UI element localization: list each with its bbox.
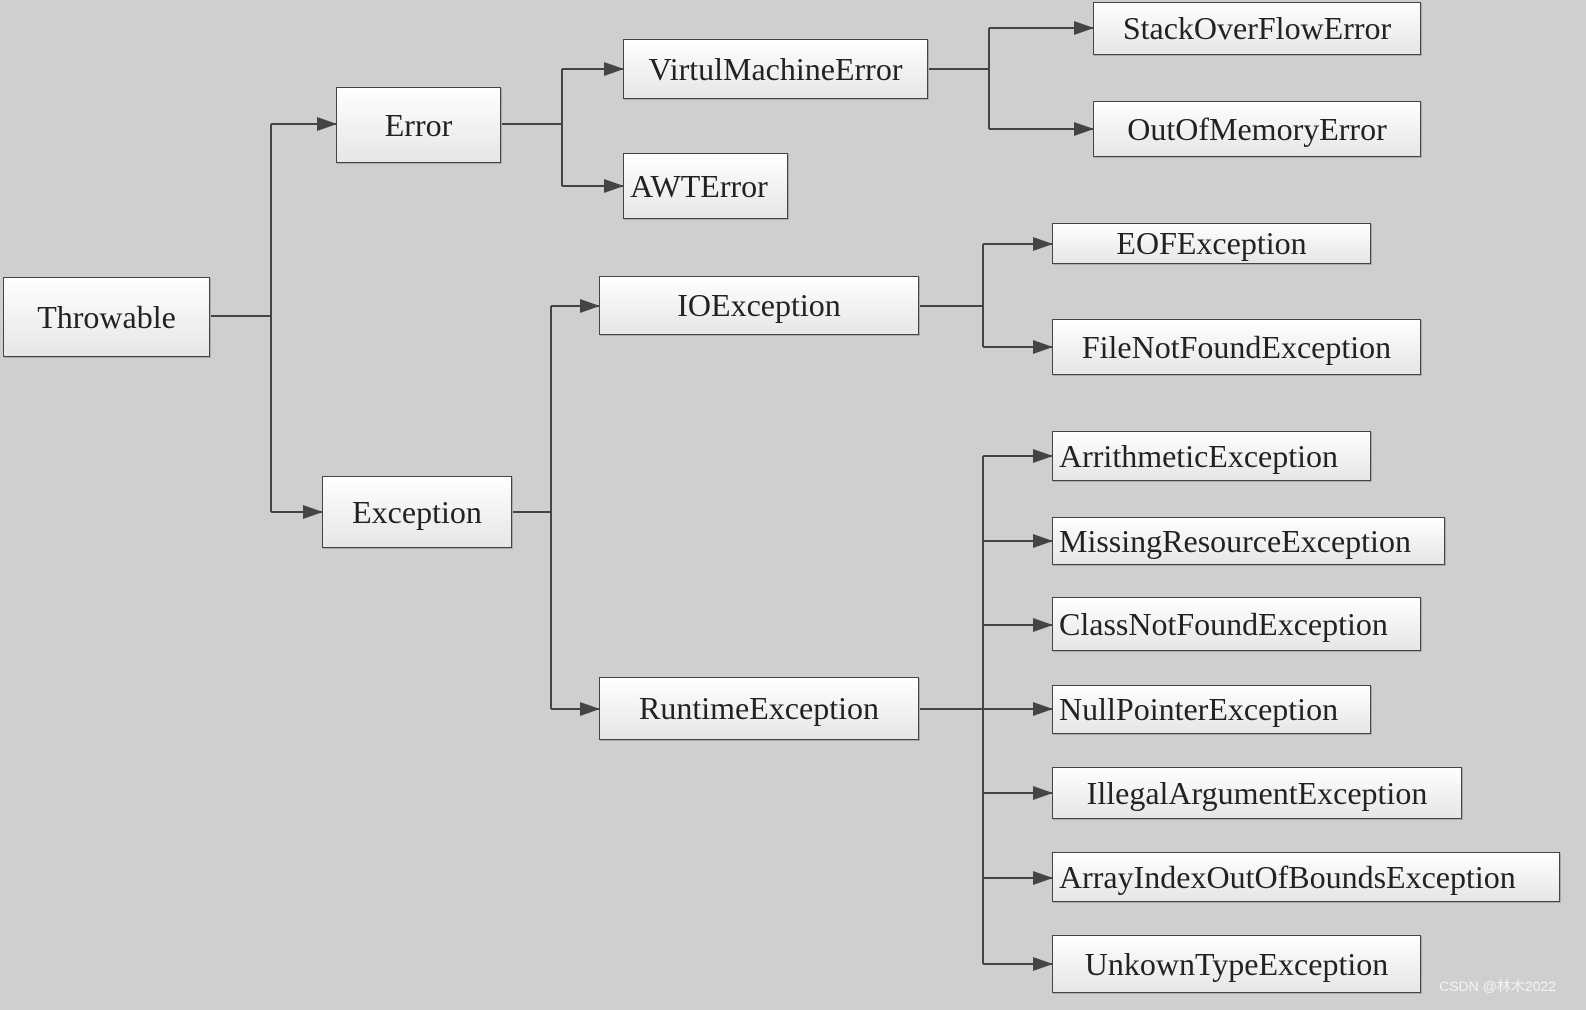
watermark: CSDN @林木2022 (1439, 978, 1556, 994)
node-throwable: Throwable (3, 277, 210, 357)
node-stack-overflow-error: StackOverFlowError (1093, 2, 1421, 55)
node-array-index-out-of-bounds-exception: ArrayIndexOutOfBoundsException (1052, 852, 1560, 902)
node-unkown-type-exception: UnkownTypeException (1052, 935, 1421, 993)
node-exception: Exception (322, 476, 512, 548)
node-file-not-found-exception: FileNotFoundException (1052, 319, 1421, 375)
node-runtime-exception: RuntimeException (599, 677, 919, 740)
node-io-exception: IOException (599, 276, 919, 335)
node-null-pointer-exception: NullPointerException (1052, 685, 1371, 734)
node-missing-resource-exception: MissingResourceException (1052, 517, 1445, 565)
node-out-of-memory-error: OutOfMemoryError (1093, 101, 1421, 157)
node-eof-exception: EOFException (1052, 223, 1371, 264)
node-arithmetic-exception: ArrithmeticException (1052, 431, 1371, 481)
node-illegal-argument-exception: IllegalArgumentException (1052, 767, 1462, 819)
node-class-not-found-exception: ClassNotFoundException (1052, 597, 1421, 651)
node-virtual-machine-error: VirtulMachineError (623, 39, 928, 99)
node-awt-error: AWTError (623, 153, 788, 219)
node-error: Error (336, 87, 501, 163)
